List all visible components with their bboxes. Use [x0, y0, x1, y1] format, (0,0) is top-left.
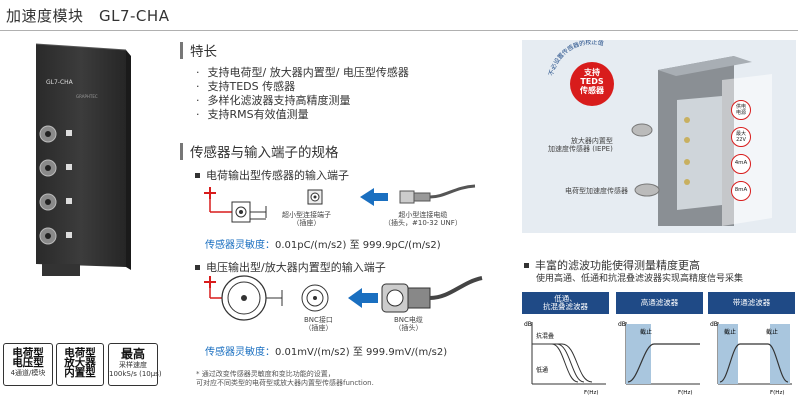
filter-panel-bandpass: 带通滤波器 dB 截止 截止 F(Hz) — [708, 292, 795, 396]
charge-terminal-diagram — [204, 184, 476, 223]
badge-charge-amp: 电荷型 放大器 内置型 — [56, 343, 104, 386]
features-heading: 特长 — [180, 40, 217, 60]
voltage-terminal-label: 电压输出型/放大器内置型的输入端子 — [195, 259, 386, 275]
teds-badge-text: 支持 TEDS 传感器 — [580, 68, 604, 95]
filter-panel-title: 低通、 抗混叠滤波器 — [522, 292, 609, 314]
badge-charge-voltage: 电荷型 电压型 4通道/模块 — [3, 343, 53, 386]
filter-panel-lowpass: 低通、 抗混叠滤波器 dB 抗混叠 低通 F(Hz) — [522, 292, 609, 396]
curve-label: 低通 — [536, 366, 548, 374]
curve-label: 抗混叠 — [536, 332, 554, 340]
curve-label: 截止 — [724, 328, 736, 336]
feature-item: 支持RMS有效值测量 — [196, 108, 409, 122]
teds-amp-label: 放大器内置型 加速度传感器 (IEPE) — [548, 137, 613, 153]
device-label: GL7-CHA — [46, 79, 74, 86]
voltage-connector-caption: BNC接口 （插座） — [304, 316, 333, 332]
footnote: * 通过改变传感器灵敏度和变比功能的设置， 可对应不同类型的电荷型或放大器内置型… — [196, 370, 374, 387]
x-axis-label: F(Hz) — [678, 390, 692, 396]
teds-circles: 供电 电源 最大 22V 4mA 8mA — [731, 100, 751, 201]
feature-item: 多样化滤波器支持高精度测量 — [196, 94, 409, 108]
filter-panel-title: 高通滤波器 — [616, 292, 703, 314]
x-axis-label: F(Hz) — [584, 390, 598, 396]
feature-item: 支持TEDS 传感器 — [196, 80, 409, 94]
voltage-sensitivity: 传感器灵敏度：0.01mV/(m/s2) 至 999.9mV/(m/s2) — [205, 347, 448, 358]
page-title: 加速度模块 GL7-CHA — [6, 7, 170, 25]
x-axis-label: F(Hz) — [770, 390, 784, 396]
device-image: GL7-CHA GRAPHTEC — [35, 43, 131, 276]
curve-label: 截止 — [640, 328, 652, 336]
y-axis-label: dB — [710, 321, 718, 328]
charge-terminal-label: 电荷输出型传感器的输入端子 — [195, 167, 349, 183]
charge-sensitivity: 传感器灵敏度：0.01pC/(m/s2) 至 999.9pC/(m/s2) — [205, 240, 441, 251]
badge-sampling: 最高 采样速度 100kS/s (10μs) — [108, 343, 162, 386]
voltage-terminal-diagram — [204, 275, 483, 321]
filter-heading: 丰富的滤波功能使得测量精度更高 — [524, 257, 700, 273]
charge-connector-caption: 超小型连接端子 （插座） — [282, 211, 331, 227]
curve-label: 截止 — [766, 328, 778, 336]
charge-cable-caption: 超小型连接电缆 （插头，#10-32 UNF） — [384, 211, 462, 227]
features-list: 支持电荷型/ 放大器内置型/ 电压型传感器 支持TEDS 传感器 多样化滤波器支… — [196, 66, 409, 122]
title-divider — [0, 30, 798, 31]
teds-badge — [570, 62, 614, 106]
y-axis-label: dB — [524, 321, 532, 328]
filter-subheading: 使用高通、低通和抗混叠滤波器实现高精度信号采集 — [536, 274, 744, 284]
filter-panel-title: 带通滤波器 — [708, 292, 795, 314]
svg-text:GRAPHTEC: GRAPHTEC — [76, 94, 98, 99]
terminals-heading: 传感器与输入端子的规格 — [180, 141, 339, 161]
filter-panel-highpass: 高通滤波器 dB 截止 F(Hz) — [616, 292, 703, 396]
voltage-cable-caption: BNC电缆 （插头） — [394, 316, 423, 332]
y-axis-label: dB — [618, 321, 626, 328]
teds-charge-label: 电荷型加速度传感器 — [565, 187, 628, 195]
feature-item: 支持电荷型/ 放大器内置型/ 电压型传感器 — [196, 66, 409, 80]
